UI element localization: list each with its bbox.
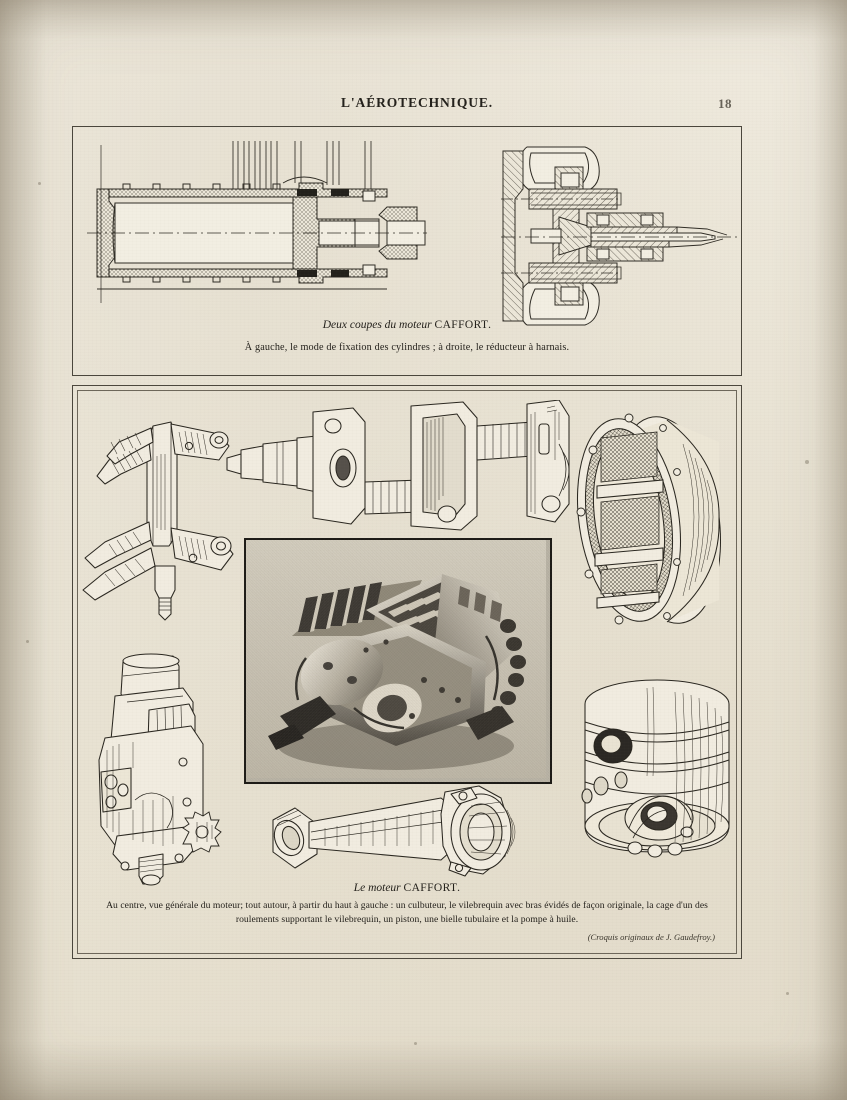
engine-photo-halftone [246,540,546,778]
fig-crankshaft [226,400,570,531]
foxing-speck [38,182,41,185]
caption-title-name: CAFFORT [403,882,458,894]
caption-title-suffix: . [457,882,461,894]
paper-edge-top [0,0,847,40]
caption-title-prefix: Le moteur [353,882,404,894]
fig-engine-photograph [244,538,552,784]
foxing-speck [26,640,29,643]
fig-oil-pump [98,653,222,886]
paper-edge-left [0,0,46,1100]
paper-edge-right [813,0,847,1100]
fig-harnais-reducer-section [501,146,737,326]
plate-bottom-caption-body: Au centre, vue générale du moteur; tout … [73,899,741,926]
fig-cylinder-fixation-section [87,141,427,303]
caption-title-suffix: . [488,319,492,331]
caption-title-prefix: Deux coupes du moteur [322,319,435,331]
foxing-speck [805,460,809,464]
running-head: L'AÉROTECHNIQUE. 18 [0,95,847,117]
page-number: 18 [718,96,732,111]
fig-connecting-rod [272,785,516,877]
fig-rocker-arm [82,421,234,621]
paper-edge-bottom [0,1040,847,1100]
caption-body-line-1: Au centre, vue générale du moteur; tout … [106,900,605,911]
plate-bottom-frame: Le moteur CAFFORT. Au centre, vue généra… [72,385,742,959]
running-head-title: L'AÉROTECHNIQUE. [341,95,494,110]
foxing-speck [414,1042,417,1045]
caption-title-name: CAFFORT [434,319,489,331]
plate-top-caption-sub: À gauche, le mode de fixation des cylind… [244,342,570,353]
fig-piston [581,679,730,858]
plate-bottom-inner-rule [77,390,737,954]
plate-top-frame: Deux coupes du moteur CAFFORT. À gauche,… [72,126,742,376]
foxing-speck [786,992,789,995]
fig-bearing-cage [576,413,722,625]
caption-body-line-2: originale, la cage d'un des roulements s… [235,900,708,925]
plate-top-caption-title: Deux coupes du moteur CAFFORT. [73,319,741,331]
plate-credit: (Croquis originaux de J. Gaudefroy.) [587,932,715,942]
plate-bottom-caption-title: Le moteur CAFFORT. [73,882,741,894]
